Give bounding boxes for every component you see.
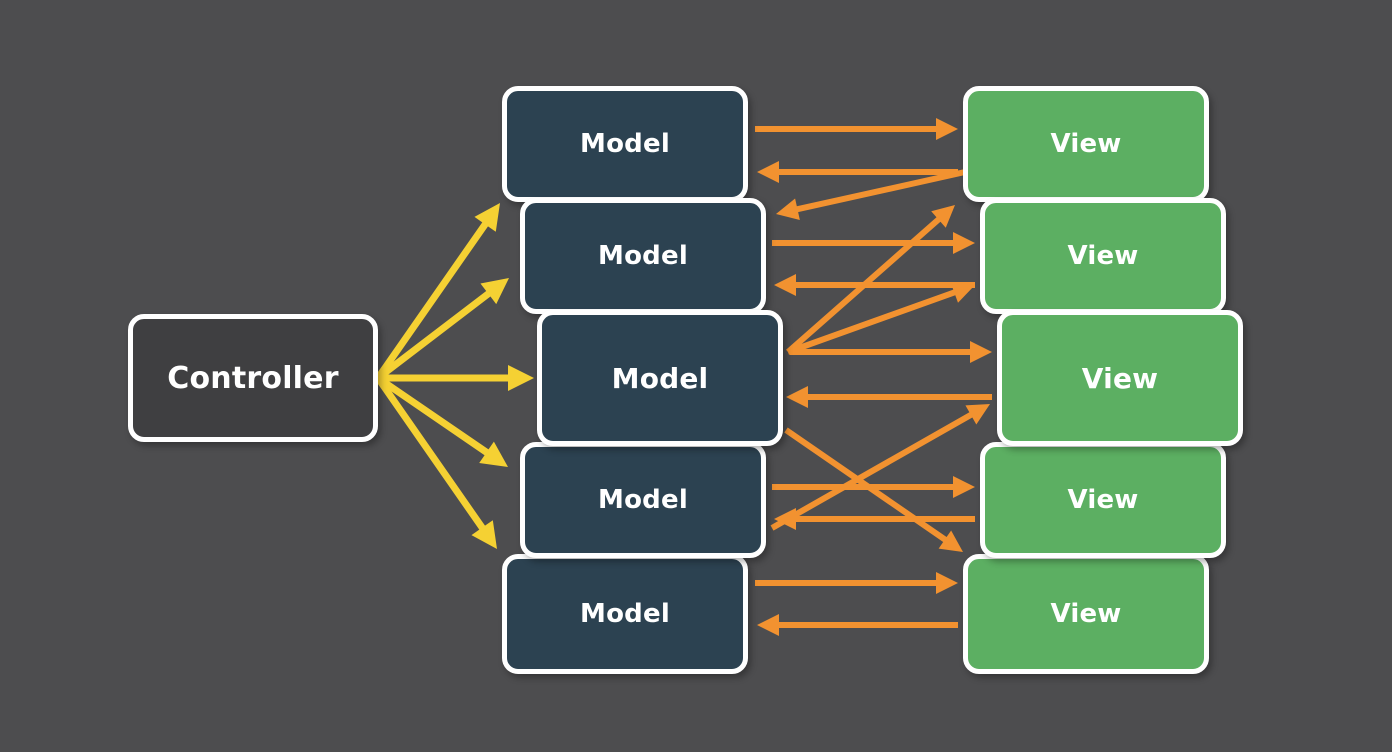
model-3-to-view-3 (790, 341, 992, 363)
model-node-label: Model (580, 129, 670, 159)
view-4-to-model-4 (774, 508, 975, 530)
controller-to-model-5 (375, 376, 497, 549)
model-node-label: Model (598, 485, 688, 515)
model-3-to-view-2-upper (786, 205, 955, 355)
controller-to-model-1 (375, 203, 500, 380)
model-3-to-view-2 (786, 282, 975, 355)
view-node-5[interactable]: View (963, 554, 1209, 674)
view-node-3[interactable]: View (997, 310, 1243, 446)
view-2-to-model-2 (774, 274, 975, 296)
model-4-to-view-4 (772, 476, 975, 498)
controller-to-model-4 (376, 375, 508, 467)
model-3-to-view-5 (784, 427, 963, 552)
controller-to-model-2 (375, 278, 509, 381)
controller-label: Controller (167, 360, 339, 396)
view-node-4[interactable]: View (980, 442, 1226, 558)
model-node-5[interactable]: Model (502, 554, 748, 674)
model-node-1[interactable]: Model (502, 86, 748, 202)
view-node-label: View (1050, 599, 1122, 629)
model-node-label: Model (611, 361, 709, 395)
model-node-2[interactable]: Model (520, 198, 766, 314)
model-node-label: Model (598, 241, 688, 271)
view-node-label: View (1067, 241, 1139, 271)
controller-node[interactable]: Controller (128, 314, 378, 442)
view-5-to-model-5 (757, 614, 958, 636)
view-node-label: View (1050, 129, 1122, 159)
model-node-label: Model (580, 599, 670, 629)
model-5-to-view-5 (755, 572, 958, 594)
view-3-to-model-3 (786, 386, 992, 408)
model-4-to-view-3 (770, 404, 990, 531)
view-node-label: View (1067, 485, 1139, 515)
view-node-1[interactable]: View (963, 86, 1209, 202)
view-1-to-model-2 (776, 169, 966, 220)
model-1-to-view-1 (755, 118, 958, 140)
model-node-4[interactable]: Model (520, 442, 766, 558)
model-node-3[interactable]: Model (537, 310, 783, 446)
controller-to-model-3 (378, 365, 534, 391)
view-node-label: View (1081, 361, 1159, 395)
view-node-2[interactable]: View (980, 198, 1226, 314)
view-1-to-model-1 (757, 161, 958, 183)
model-2-to-view-2 (772, 232, 975, 254)
